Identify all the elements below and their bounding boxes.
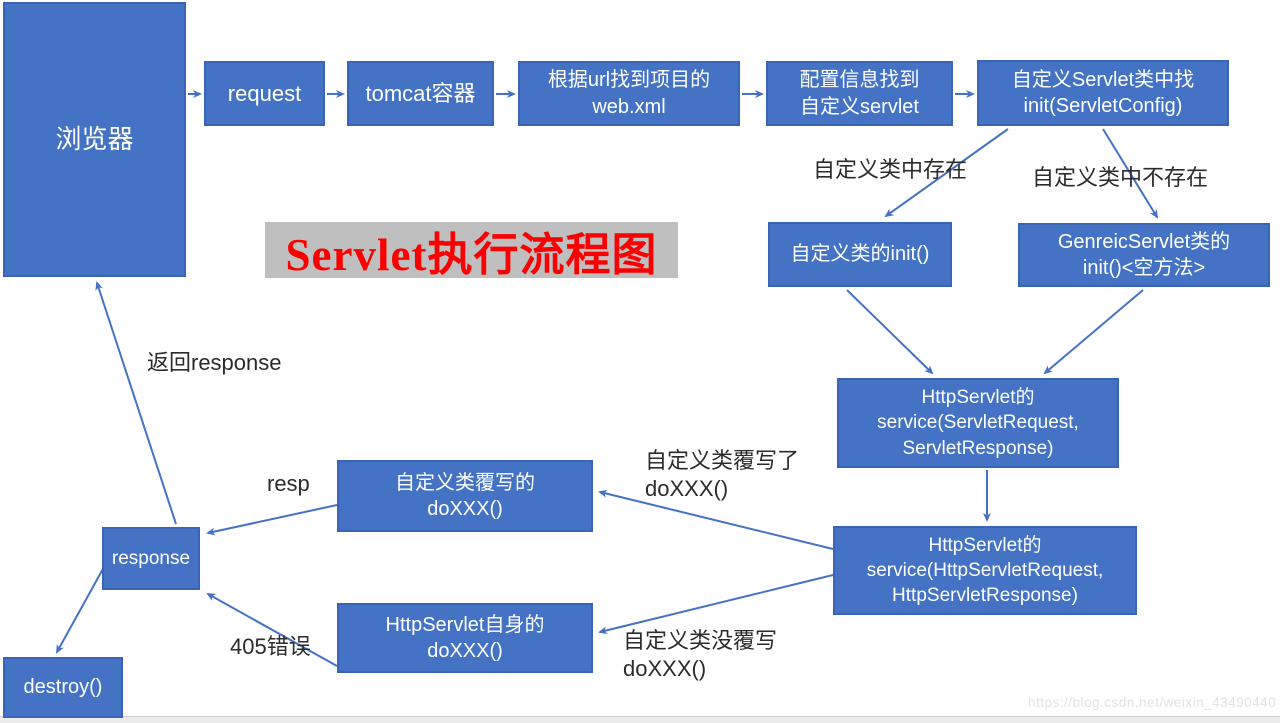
flow-node-service-servlet: HttpServlet的 service(ServletRequest, Ser… — [837, 378, 1119, 468]
arrow-response-to-browser — [95, 281, 177, 525]
flow-node-destroy: destroy() — [3, 657, 123, 718]
arrow-service-to-self-doxxx — [598, 574, 834, 635]
flow-label-overrode: 自定义类覆写了 doXXX() — [645, 448, 800, 502]
flow-node-custom-init: 自定义类的init() — [768, 222, 952, 287]
arrow-custom-init-to-service — [846, 289, 934, 375]
flow-label-exists: 自定义类中存在 — [813, 157, 968, 182]
flow-label-return-resp: 返回response — [147, 350, 282, 375]
arrow-response-to-destroy — [56, 566, 105, 654]
flow-node-custom-doxxx: 自定义类覆写的 doXXX() — [337, 460, 593, 532]
flow-label-not-overrode: 自定义类没覆写 doXXX() — [623, 628, 778, 682]
watermark-text: https://blog.csdn.net/weixin_43490440 — [1028, 695, 1277, 710]
flow-label-resp: resp — [267, 471, 310, 496]
flow-node-request: request — [204, 61, 325, 126]
flow-node-browser: 浏览器 — [3, 2, 186, 277]
flow-node-find-servlet: 配置信息找到 自定义servlet — [766, 61, 953, 126]
flow-node-find-webxml: 根据url找到项目的 web.xml — [518, 61, 740, 126]
flow-node-generic-init: GenreicServlet类的 init()<空方法> — [1018, 223, 1270, 287]
flow-node-find-init: 自定义Servlet类中找 init(ServletConfig) — [977, 60, 1229, 126]
flow-node-service-http: HttpServlet的 service(HttpServletRequest,… — [833, 526, 1137, 615]
flow-node-tomcat: tomcat容器 — [347, 61, 494, 126]
flow-label-not-exists: 自定义类中不存在 — [1032, 165, 1209, 190]
flow-node-httpservlet-doxxx: HttpServlet自身的 doXXX() — [337, 603, 593, 673]
diagram-title: Servlet执行流程图 — [265, 222, 678, 280]
arrow-doxxx-to-response — [206, 504, 338, 536]
bottom-strip — [0, 716, 1280, 723]
flow-node-response: response — [102, 527, 200, 590]
arrow-generic-init-to-service — [1043, 289, 1144, 375]
flow-label-err-405: 405错误 — [230, 634, 311, 659]
